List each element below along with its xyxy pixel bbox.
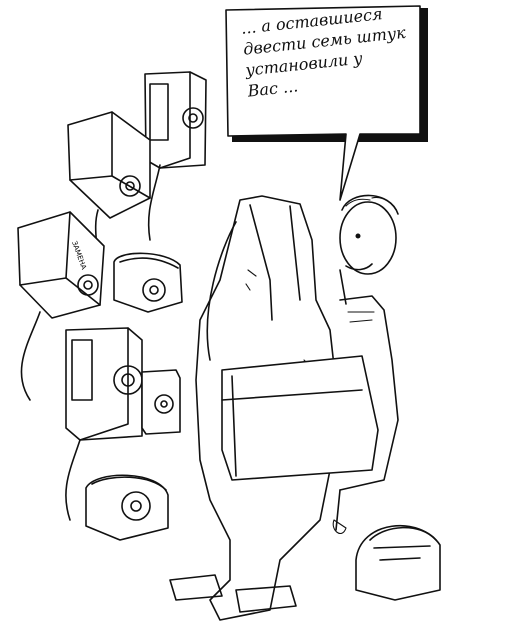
desk-phone-middle (113, 252, 183, 313)
wall-phone-small (141, 369, 181, 435)
wall-phone-center (65, 327, 143, 521)
desk-phone-bottom (85, 474, 169, 541)
folder (221, 355, 379, 481)
wall-phone-top (144, 71, 207, 241)
desk-phone-bottom-right (355, 524, 441, 601)
desk-phone-left: ЗАМЕНА (17, 211, 105, 401)
young-man (332, 194, 399, 534)
speech-bubble (225, 5, 428, 201)
